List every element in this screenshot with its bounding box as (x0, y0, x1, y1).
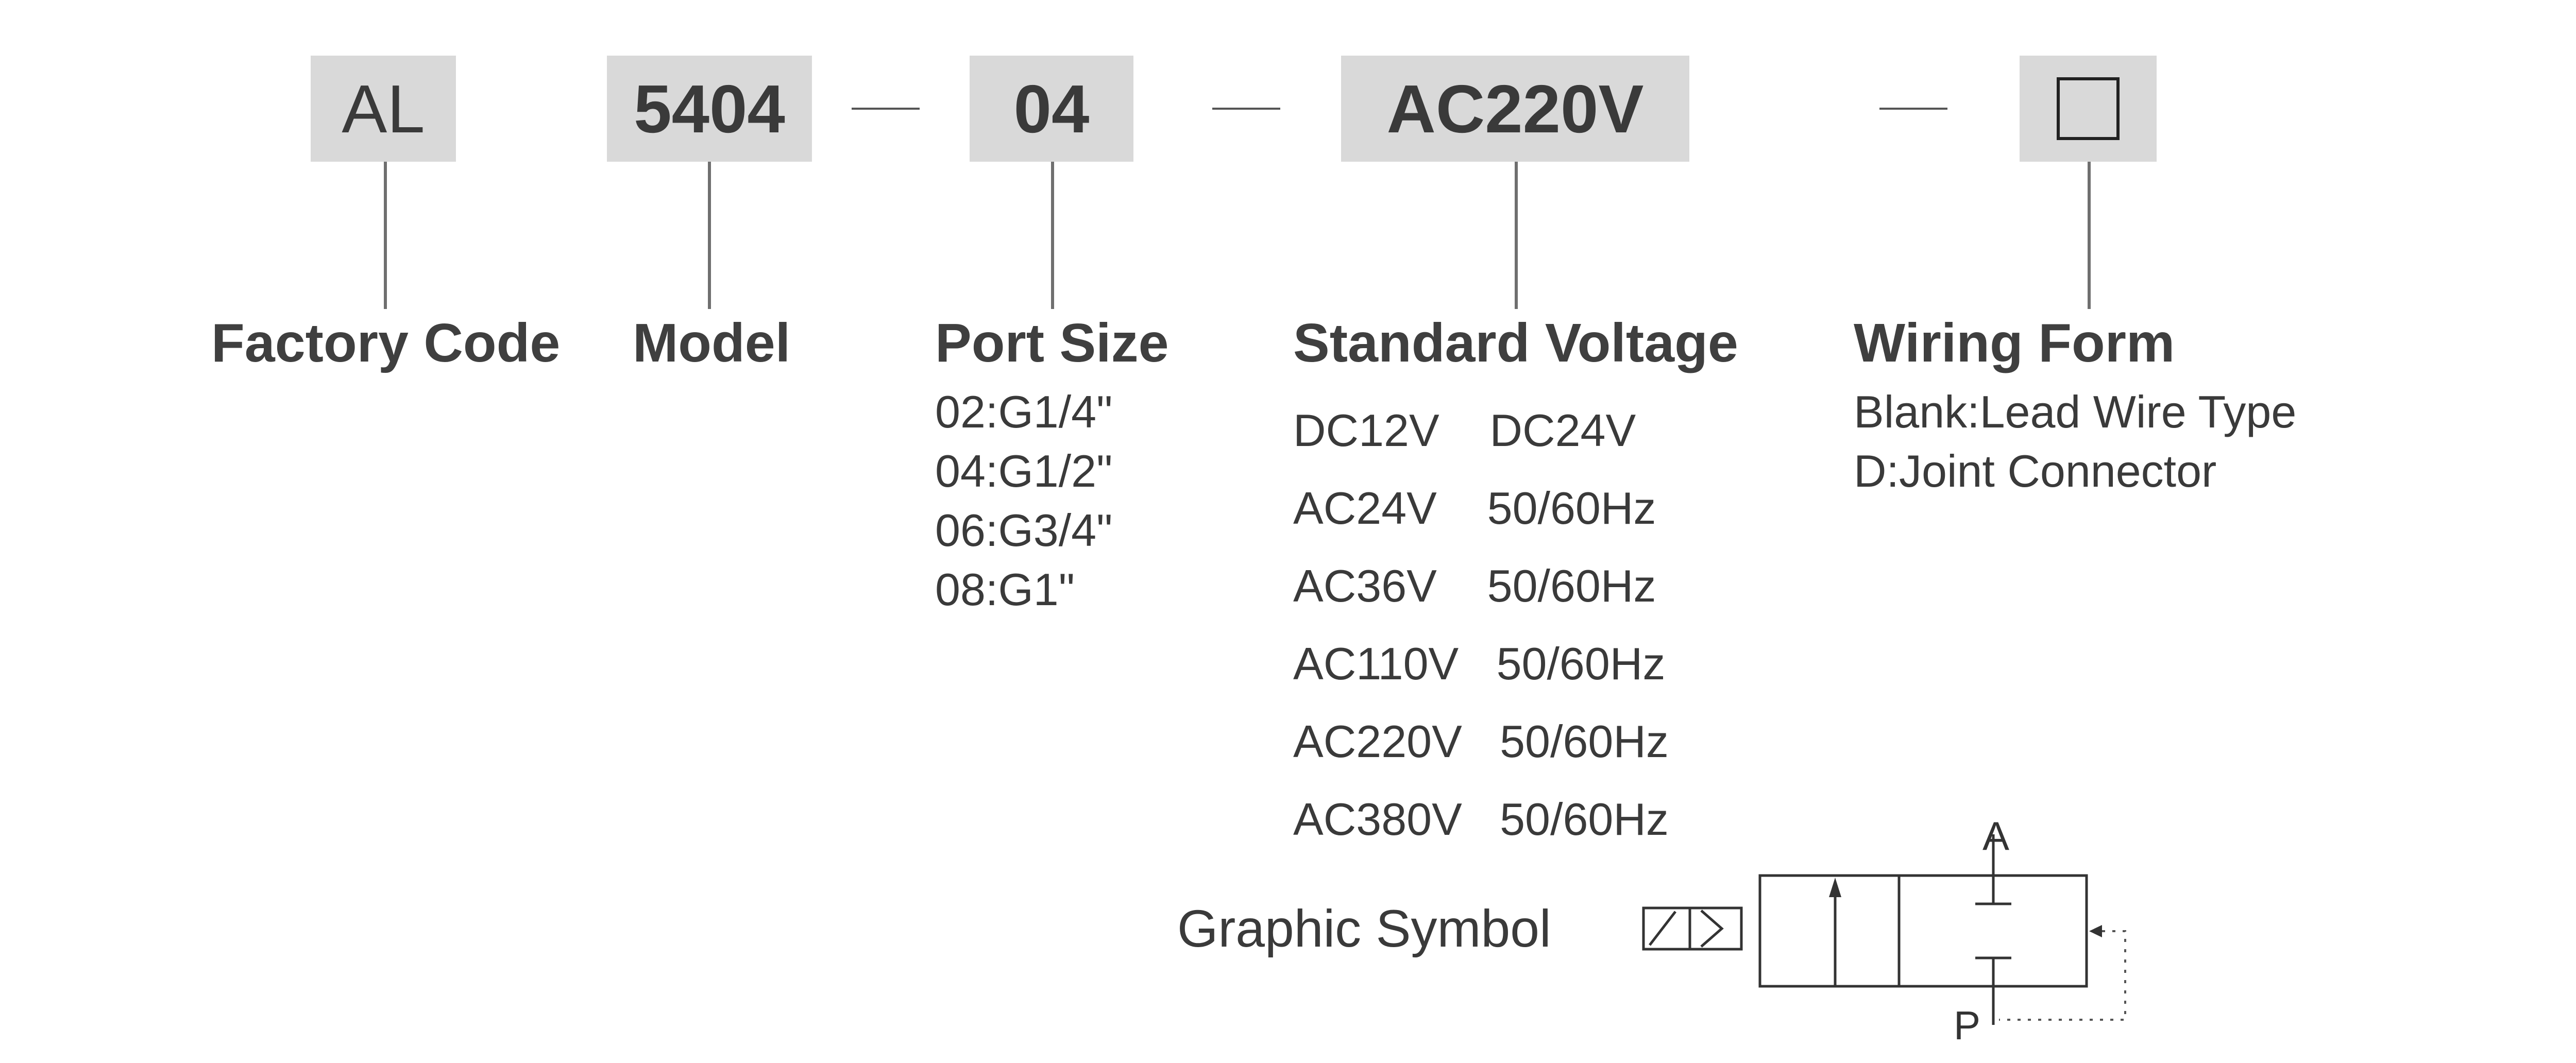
separator-dash-2 (1212, 108, 1280, 110)
return-arrow-icon (2089, 925, 2102, 937)
voltage-option: DC12V DC24V (1293, 405, 1636, 456)
voltage-option: AC220V 50/60Hz (1293, 716, 1669, 767)
factory-code-heading: Factory Code (211, 313, 561, 373)
voltage-option: AC110V 50/60Hz (1293, 638, 1666, 689)
wiring-form-leader-line (2088, 162, 2091, 309)
pilot-dotted-line (1999, 930, 2126, 1021)
port-size-option: 08:G1" (935, 564, 1075, 615)
flow-arrowhead-icon (1829, 878, 1841, 897)
valve-symbol: A P (1642, 814, 2126, 1040)
voltage-option: AC380V 50/60Hz (1293, 794, 1669, 845)
port-size-leader-line (1051, 162, 1054, 309)
port-size-code-box: 04 (970, 56, 1133, 162)
port-size-heading: Port Size (935, 313, 1169, 373)
solenoid-diagonal (1649, 911, 1676, 946)
port-a-label: A (1982, 814, 2009, 859)
voltage-option: AC36V 50/60Hz (1293, 560, 1656, 611)
voltage-code-value: AC220V (1386, 71, 1644, 147)
voltage-leader-line (1515, 162, 1518, 309)
model-leader-line (708, 162, 711, 309)
factory-code-leader-line (384, 162, 387, 309)
standard-voltage-heading: Standard Voltage (1293, 313, 1738, 373)
port-size-option: 04:G1/2" (935, 445, 1113, 496)
port-size-option: 06:G3/4" (935, 505, 1113, 556)
voltage-option: AC24V 50/60Hz (1293, 483, 1656, 534)
port-p-label: P (1954, 1003, 1980, 1040)
wiring-form-option: D:Joint Connector (1854, 445, 2217, 496)
wiring-form-option: Blank:Lead Wire Type (1854, 386, 2297, 437)
wiring-form-options: Blank:Lead Wire Type D:Joint Connector (1854, 382, 2296, 501)
port-size-options: 02:G1/4" 04:G1/2" 06:G3/4" 08:G1" (935, 382, 1112, 619)
wiring-form-heading: Wiring Form (1854, 313, 2175, 373)
solenoid-body (1688, 906, 1743, 951)
standard-voltage-options: DC12V DC24V AC24V 50/60Hz AC36V 50/60Hz … (1293, 382, 1669, 858)
voltage-code-box: AC220V (1341, 56, 1689, 162)
graphic-symbol-label: Graphic Symbol (1177, 899, 1551, 958)
separator-dash-3 (1879, 108, 1947, 110)
port-size-option: 02:G1/4" (935, 386, 1113, 437)
model-code-value: 5404 (634, 71, 785, 147)
solenoid-triangle (1700, 910, 1724, 948)
factory-code-box: AL (311, 56, 456, 162)
model-heading: Model (633, 313, 791, 373)
valve-envelope-left (1758, 874, 1901, 988)
factory-code-value: AL (342, 71, 425, 147)
port-size-code-value: 04 (1013, 71, 1090, 147)
wiring-form-code-box (2020, 56, 2157, 162)
separator-dash-1 (852, 108, 920, 110)
model-code-box: 5404 (607, 56, 812, 162)
empty-option-square-icon (2057, 77, 2120, 140)
